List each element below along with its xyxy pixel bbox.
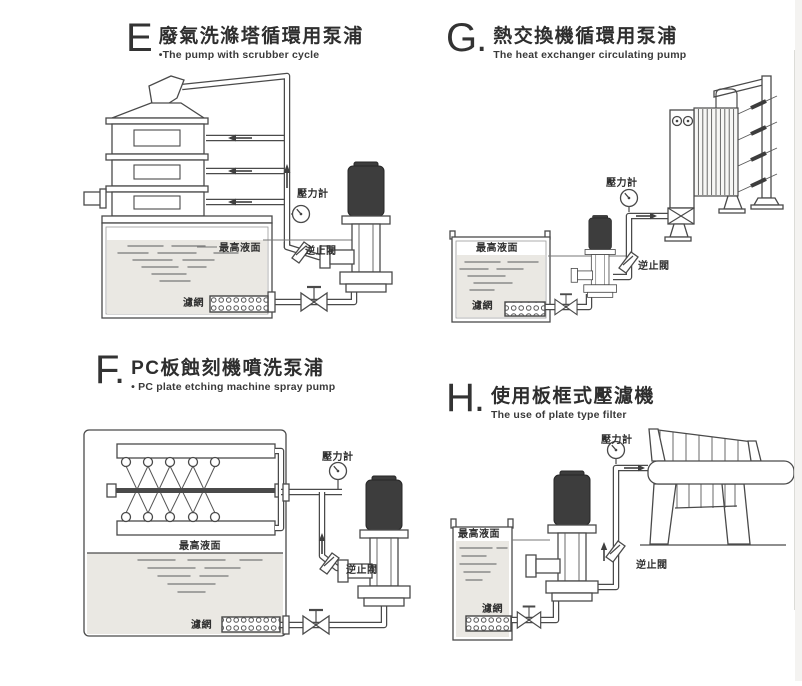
check-valve-label: 逆止閥: [305, 244, 337, 257]
pressure-gauge-icon: [291, 204, 311, 224]
diagram-f-spray: 壓力計 最高液面 逆止閥 濾網: [83, 429, 411, 637]
section-g-subtitle-en: The heat exchanger circulating pump: [493, 49, 687, 61]
strainer: [221, 616, 281, 633]
gate-valve-icon: [301, 608, 331, 636]
section-g-title-zh: 熱交換機循環用泵浦: [493, 26, 678, 47]
scrubber-funnel: [148, 75, 185, 106]
check-valve-label: 逆止閥: [636, 558, 668, 571]
gate-valve-icon: [516, 605, 542, 630]
section-g-header: G. 熱交換機循環用泵浦 The heat exchanger circulat…: [446, 16, 687, 61]
strainer-label: 濾網: [183, 296, 204, 309]
vertical-pump: [337, 475, 411, 607]
diagram-e-scrubber: 壓力計 最高液面 逆止閥 濾網: [83, 72, 393, 319]
section-f-header: F. PC板蝕刻機噴洗泵浦 • PC plate etching machine…: [95, 348, 336, 393]
pressure-gauge-label: 壓力計: [606, 176, 638, 189]
strainer-label: 濾網: [472, 299, 493, 312]
check-valve-icon: [605, 540, 626, 563]
pressure-gauge-label: 壓力計: [322, 450, 354, 463]
max-level-label: 最高液面: [219, 241, 261, 254]
check-valve-icon: [618, 251, 639, 274]
gate-valve-icon: [299, 285, 329, 313]
gate-valve-icon: [554, 293, 578, 316]
section-h-letter: H.: [446, 376, 485, 420]
diagram-g-heat-exchanger: 壓力計 最高液面 逆止閥 濾網: [449, 75, 784, 323]
max-level-label: 最高液面: [476, 241, 518, 254]
strainer: [209, 295, 269, 313]
section-g-letter: G.: [446, 16, 487, 60]
section-f-letter: F.: [95, 348, 125, 392]
pc-plate: [116, 488, 275, 493]
water-dashes: [117, 245, 239, 282]
section-h-header: H. 使用板框式壓濾機 The use of plate type filter: [446, 376, 656, 421]
section-e-header: E 廢氣洗滌塔循環用泵浦 •The pump with scrubber cyc…: [126, 16, 364, 61]
section-e-letter: E: [126, 16, 153, 60]
page-edge-shadow: [795, 0, 802, 681]
strainer: [465, 615, 512, 632]
spray-assembly: [106, 443, 285, 536]
pressure-gauge-label: 壓力計: [601, 433, 633, 446]
water-dashes: [459, 547, 508, 581]
flow-arrows: [228, 134, 291, 206]
page-edge-line: [794, 50, 795, 610]
scrubber-tower: [83, 117, 209, 217]
strainer: [504, 301, 546, 317]
press-leg: [649, 483, 677, 545]
strainer-label: 濾網: [482, 602, 503, 615]
vertical-pump: [525, 470, 599, 602]
section-h-subtitle-en: The use of plate type filter: [491, 409, 627, 421]
section-e-title-zh: 廢氣洗滌塔循環用泵浦: [158, 26, 364, 47]
section-f-subtitle-en: • PC plate etching machine spray pump: [131, 381, 336, 393]
pressure-gauge-icon: [619, 188, 639, 208]
max-level-label: 最高液面: [179, 539, 221, 552]
plate-heat-exchanger: [664, 75, 784, 242]
water-dashes: [459, 261, 539, 291]
section-h-title-zh: 使用板框式壓濾機: [491, 386, 656, 407]
check-valve-label: 逆止閥: [638, 259, 670, 272]
water-dashes: [137, 559, 263, 593]
pressure-gauge-label: 壓力計: [297, 187, 329, 200]
filter-press: [640, 428, 795, 546]
section-f-title-zh: PC板蝕刻機噴洗泵浦: [131, 358, 325, 379]
lower-plates: [674, 484, 738, 509]
section-e-subtitle-en: •The pump with scrubber cycle: [158, 49, 320, 61]
press-body: [647, 460, 795, 485]
vertical-pump: [319, 161, 393, 293]
pressure-gauge-icon: [328, 461, 348, 481]
check-valve-label: 逆止閥: [346, 563, 378, 576]
strainer-label: 濾網: [191, 618, 212, 631]
max-level-label: 最高液面: [458, 527, 500, 540]
diagram-h-filter-press: 壓力計 最高液面 逆止閥 濾網: [450, 428, 795, 641]
press-leg: [721, 483, 751, 545]
